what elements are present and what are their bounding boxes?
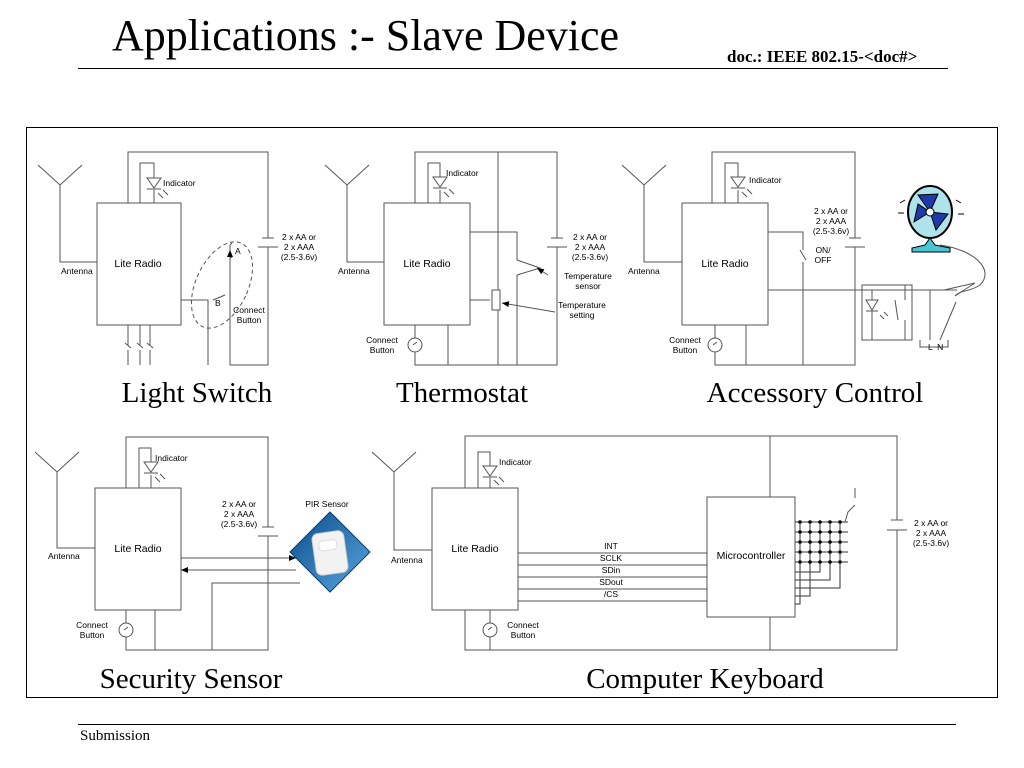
antenna-icon [34,451,95,549]
footer-text: Submission [80,728,151,744]
antenna-label: Antenna [391,555,423,565]
switch-label-b: B [215,298,221,308]
battery-label-3: (2.5-3.6v) [221,519,258,529]
security-sensor-diagram [34,436,300,651]
indicator-label: Indicator [499,457,532,467]
header-rule [78,68,948,69]
battery-label-2: 2 x AAA [575,242,606,252]
mains-label: L N [928,342,943,352]
doc-reference: doc.: IEEE 802.15-<doc#> [727,47,918,66]
antenna-label: Antenna [338,266,370,276]
on-off-label-1: ON/ [815,245,831,255]
battery-label-1: 2 x AA or [222,499,256,509]
temperature-sensor-label-1: Temperature [564,271,612,281]
connect-button-label-1: Connect [669,335,701,345]
on-off-label-2: OFF [815,255,832,265]
connect-button-icon [407,337,423,353]
battery-icon [258,526,278,537]
battery-label-3: (2.5-3.6v) [913,538,950,548]
battery-label-3: (2.5-3.6v) [281,252,318,262]
battery-label-1: 2 x AA or [814,206,848,216]
battery-label-2: 2 x AAA [224,509,255,519]
led-icon [482,465,498,478]
temperature-sensor-label-2: sensor [575,281,601,291]
switch-label-a: A [235,246,241,256]
microcontroller-label: Microcontroller [717,550,786,562]
indicator-label: Indicator [446,168,479,178]
connect-button-label-2: Button [370,345,395,355]
temperature-setting-label-2: setting [569,310,594,320]
battery-label-1: 2 x AA or [573,232,607,242]
battery-label-1: 2 x AA or [282,232,316,242]
indicator-label: Indicator [155,453,188,463]
signal-sclk-label: SCLK [600,553,623,563]
led-icon [730,176,746,189]
caption-security-sensor: Security Sensor [100,663,283,695]
signal-sdout-label: SDout [599,577,623,587]
battery-icon [845,237,865,248]
lite-radio-label: Lite Radio [403,258,450,270]
computer-keyboard-diagram [371,435,907,651]
connect-button-label-1: Connect [507,620,539,630]
antenna-icon [621,164,682,263]
signal-int-label: INT [604,541,618,551]
led-icon [146,177,162,190]
indicator-label: Indicator [749,175,782,185]
pir-sensor-label: PIR Sensor [305,499,349,509]
battery-label-3: (2.5-3.6v) [572,252,609,262]
led-icon [432,176,448,189]
temperature-setting-label-1: Temperature [558,300,606,310]
signal-cs-label: /CS [604,589,619,599]
signal-sdin-label: SDin [602,565,621,575]
diagram-frame [26,127,998,698]
battery-label-1: 2 x AA or [914,518,948,528]
connect-button-icon [482,622,498,638]
antenna-label: Antenna [628,266,660,276]
battery-label-2: 2 x AAA [284,242,315,252]
fan-icon [898,185,964,253]
antenna-label: Antenna [61,266,93,276]
footer-rule [78,724,956,725]
battery-icon [547,237,567,248]
battery-label-3: (2.5-3.6v) [813,226,850,236]
connect-button-label-2: Button [511,630,536,640]
caption-thermostat: Thermostat [396,377,528,409]
indicator-label: Indicator [163,178,196,188]
connect-button-label-1: Connect [76,620,108,630]
pir-sensor-icon [289,511,371,593]
accessory-control-diagram [621,151,986,366]
connect-button-label-2: Button [237,315,262,325]
lite-radio-label: Lite Radio [114,543,161,555]
slide-title: Applications :- Slave Device [112,11,620,60]
connect-button-label-2: Button [80,630,105,640]
caption-light-switch: Light Switch [122,377,273,409]
lite-radio-label: Lite Radio [114,258,161,270]
lite-radio-label: Lite Radio [701,258,748,270]
led-icon [143,461,159,474]
connect-button-label-1: Connect [233,305,265,315]
antenna-label: Antenna [48,551,80,561]
antenna-icon [371,451,432,551]
key-matrix-nodes [798,520,842,564]
connect-button-label-2: Button [673,345,698,355]
antenna-icon [324,164,384,263]
connect-button-icon [118,622,134,638]
lite-radio-label: Lite Radio [451,543,498,555]
battery-icon [258,237,278,248]
light-switch-diagram [37,151,278,366]
battery-label-2: 2 x AAA [816,216,847,226]
antenna-icon [37,164,97,263]
battery-label-2: 2 x AAA [916,528,947,538]
thermostat-diagram [324,151,567,366]
caption-computer-keyboard: Computer Keyboard [586,663,824,695]
caption-accessory-control: Accessory Control [707,377,924,409]
connect-button-icon [707,337,723,353]
connect-button-label-1: Connect [366,335,398,345]
battery-icon [887,519,907,531]
